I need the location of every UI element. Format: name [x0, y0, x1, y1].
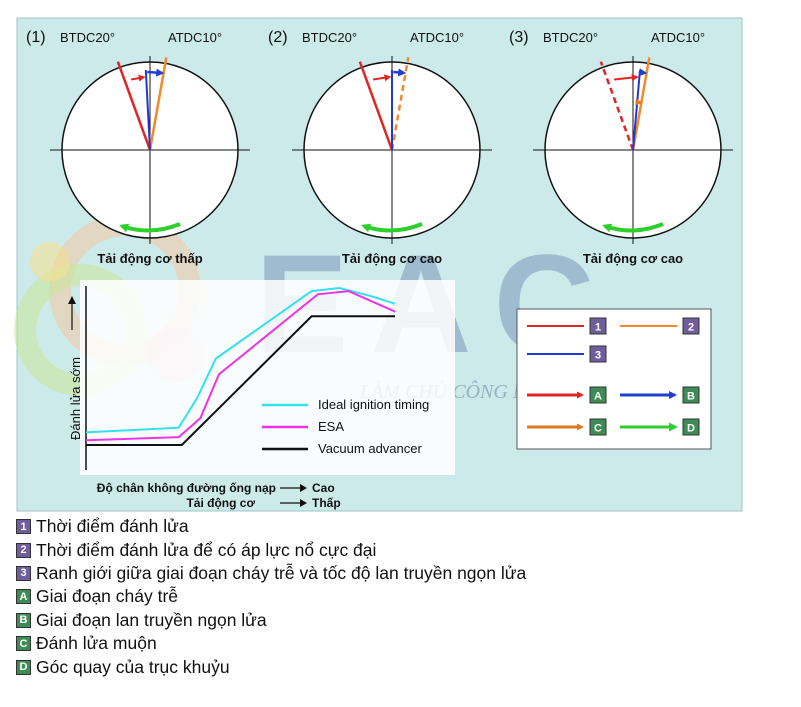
legend-list: 1 Thời điểm đánh lửa 2 Thời điểm đánh lửa đ…: [16, 515, 656, 679]
panel-3: (3) BTDC20° ATDC10° Tải động cơ cao: [509, 29, 733, 266]
chart-ylabel: Đánh lửa sớm: [68, 357, 83, 440]
panel-caption: Tải động cơ cao: [342, 251, 442, 266]
legend-item: D Góc quay của trục khuỷu: [16, 655, 656, 678]
legend-key-letter: B: [687, 391, 695, 403]
legend-text: Thời điểm đánh lửa để có áp lực nổ cực đ…: [36, 539, 377, 560]
panel-atdc-label: ATDC10°: [410, 30, 464, 45]
series-line-3: [86, 315, 395, 446]
legend-key-box: [589, 386, 607, 404]
chart-legend-label: Ideal ignition timing: [318, 397, 429, 412]
legend-badge: B: [16, 612, 31, 628]
legend-key-box: [682, 386, 700, 404]
legend-item: 1 Thời điểm đánh lửa: [16, 515, 656, 538]
legend-item: B Giai đoạn lan truyền ngọn lửa: [16, 609, 656, 632]
panel-btdc-label: BTDC20°: [543, 30, 598, 45]
rotation-arrow: [361, 222, 423, 233]
rotation-arrow: [119, 222, 181, 233]
panel-number: (3): [509, 29, 529, 46]
panel-caption: Tải động cơ cao: [583, 251, 683, 266]
chart-xlabel-2: Tải động cơ: [186, 496, 255, 510]
series-line-1: [85, 286, 396, 434]
legend-badge: 2: [16, 542, 31, 558]
panel-number: (2): [268, 29, 288, 46]
delay-arrow: [130, 74, 146, 82]
legend-text: Giai đoạn lan truyền ngọn lửa: [36, 609, 267, 630]
panel-2: (2) BTDC20° ATDC10° Tải động cơ cao: [268, 29, 492, 266]
chart-y-axis-arrowhead: [68, 296, 76, 304]
panel-atdc-label: ATDC10°: [651, 30, 705, 45]
legend-key-letter: A: [594, 391, 602, 403]
legend-item: A Giai đoạn cháy trễ: [16, 585, 656, 608]
delay-arrow: [372, 74, 392, 82]
watermark-dot-yellow: [30, 242, 70, 282]
legend-key-box: [589, 345, 607, 363]
crank-angle-panels: (1) BTDC20° ATDC10° Tải động cơ thấp (2) BTDC…: [26, 29, 733, 266]
legend-key-box: [682, 317, 700, 335]
panel-btdc-label: BTDC20°: [60, 30, 115, 45]
series-line-2: [85, 290, 396, 442]
propagation-arrow: [393, 68, 407, 77]
ignition-line: [358, 61, 394, 151]
chart-xlabel-arrowhead: [300, 499, 307, 507]
panel-atdc-label: ATDC10°: [168, 30, 222, 45]
legend-badge: 3: [16, 565, 31, 581]
chart-xlabel-arrowhead: [300, 484, 307, 492]
legend-text: Ranh giới giữa giai đoạn cháy trễ và tốc…: [36, 562, 527, 583]
legend-text: Thời điểm đánh lửa: [36, 516, 189, 537]
legend-key-box: [682, 418, 700, 436]
legend-key-letter: 2: [688, 322, 694, 334]
legend-badge: C: [16, 636, 31, 652]
legend-text: Đánh lửa muộn: [36, 633, 157, 654]
panel-1: (1) BTDC20° ATDC10° Tải động cơ thấp: [26, 29, 250, 266]
legend-item: C Đánh lửa muộn: [16, 632, 656, 655]
legend-key-letter: D: [687, 423, 695, 435]
legend-badge: 1: [16, 519, 31, 535]
boundary-line: [632, 70, 641, 151]
legend-key-letter: 1: [595, 322, 601, 334]
panel-number: (1): [26, 29, 46, 46]
legend-text: Giai đoạn cháy trễ: [36, 586, 179, 607]
legend-item: 2 Thời điểm đánh lửa để có áp lực nổ cực …: [16, 538, 656, 561]
panel-btdc-label: BTDC20°: [302, 30, 357, 45]
rotation-arrow: [602, 222, 664, 233]
ignition-line: [116, 61, 152, 151]
legend-badge: A: [16, 589, 31, 605]
chart-legend-label: Vacuum advancer: [318, 441, 422, 456]
chart-xlabel-value-2: Thấp: [312, 496, 341, 510]
legend-text: Góc quay của trục khuỷu: [36, 656, 230, 677]
panel-caption: Tải động cơ thấp: [97, 251, 202, 266]
propagation-arrow: [147, 68, 165, 77]
legend-key-letter: 3: [595, 350, 601, 362]
legend-badge: D: [16, 659, 31, 675]
legend-item: 3 Ranh giới giữa giai đoạn cháy trễ và tố…: [16, 562, 656, 585]
delay-arrow: [614, 74, 639, 82]
boundary-line: [144, 70, 151, 151]
legend-key-box: [589, 418, 607, 436]
legend-key-box: [589, 317, 607, 335]
chart-area: [80, 280, 455, 475]
legend-key-letter: C: [594, 423, 602, 435]
propagation-arrow: [638, 68, 648, 77]
retard-arrow: [635, 98, 643, 106]
symbol-legend-box: 1 2 3A B C D: [516, 308, 712, 450]
chart-xlabel-1: Độ chân không đường ống nạp: [97, 481, 276, 495]
chart-xlabel-value-1: Cao: [312, 481, 335, 495]
chart-legend-label: ESA: [318, 419, 344, 434]
max-pressure-line: [390, 57, 410, 151]
ignition-line: [599, 61, 635, 151]
